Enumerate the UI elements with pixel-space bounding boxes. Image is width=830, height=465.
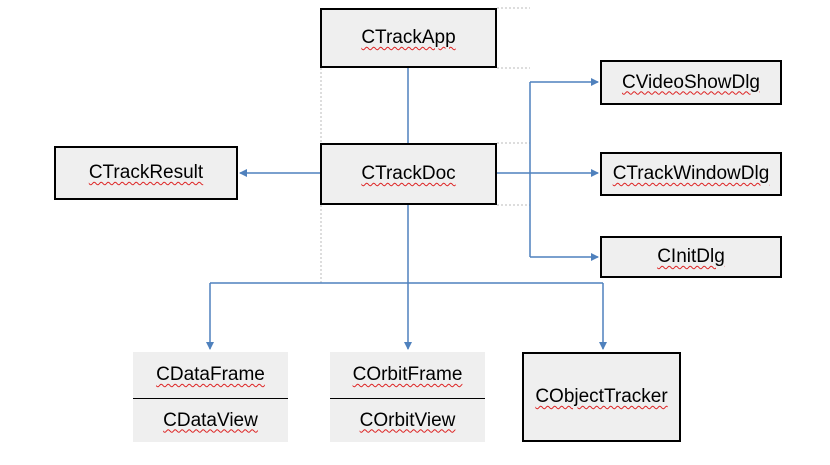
node-cinitdlg-label: CInitDlg [657, 246, 725, 267]
node-ctrackresult-label: CTrackResult [88, 162, 204, 183]
node-corbitview-label: COrbitView [359, 409, 456, 431]
node-ctrackapp-label: CTrackApp [361, 27, 456, 48]
node-ctrackdoc: CTrackDoc [320, 143, 497, 205]
node-corbitframe-label: COrbitFrame [352, 364, 463, 385]
node-cdataview: CDataView [133, 399, 288, 442]
node-cvideoshowdlg: CVideoShowDlg [600, 60, 782, 105]
guide-lines [320, 7, 530, 283]
node-cobjecttracker-label: CObjectTracker [535, 386, 668, 407]
node-cdataframe-label: CDataFrame [156, 364, 265, 385]
node-ctrackwindowdlg-label: CTrackWindowDlg [612, 163, 770, 184]
node-ctrackapp: CTrackApp [320, 8, 497, 68]
node-cvideoshowdlg-label: CVideoShowDlg [621, 71, 760, 93]
connector-doc-dialogs [497, 78, 599, 261]
node-ctrackwindowdlg: CTrackWindowDlg [600, 152, 782, 196]
node-corbitframe: COrbitFrame [330, 352, 485, 398]
connector-doc-bottom [206, 205, 607, 350]
node-cinitdlg: CInitDlg [600, 236, 782, 278]
node-corbitframe-group: COrbitFrame COrbitView [330, 352, 485, 442]
corbitframe-divider [330, 398, 485, 399]
node-cobjecttracker: CObjectTracker [522, 352, 681, 442]
node-cdataframe-group: CDataFrame CDataView [133, 352, 288, 442]
node-ctrackdoc-label: CTrackDoc [361, 163, 456, 184]
node-corbitview: COrbitView [330, 399, 485, 442]
node-ctrackresult: CTrackResult [54, 146, 238, 200]
node-cdataview-label: CDataView [163, 409, 258, 431]
cdataframe-divider [133, 398, 288, 399]
node-cdataframe: CDataFrame [133, 352, 288, 398]
